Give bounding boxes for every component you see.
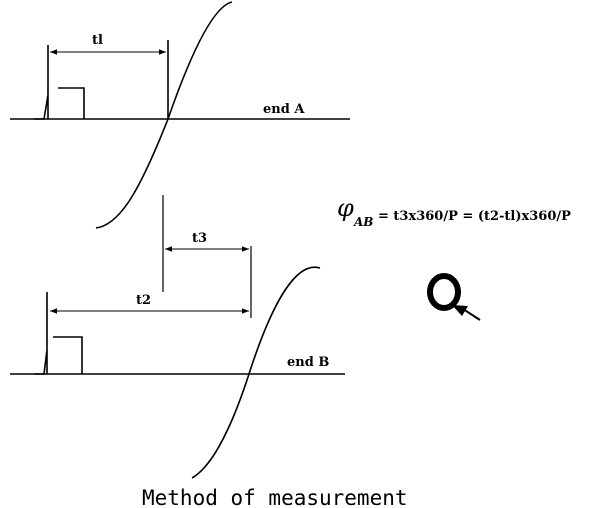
label-t3: t3 (192, 231, 207, 246)
diagram-caption: Method of measurement (142, 486, 408, 508)
formula-symbol: φ (337, 194, 354, 222)
step-end-b (53, 336, 83, 374)
pulse-end-a (34, 45, 49, 120)
dimension-t3: t3 (165, 231, 252, 318)
label-end-a: end A (263, 102, 305, 117)
formula-subscript: AB (353, 215, 373, 229)
pulse-end-b (34, 292, 48, 375)
trace-end-a (10, 1, 350, 229)
label-t1: tl (92, 33, 103, 48)
label-t2: t2 (136, 293, 151, 308)
sine-wave-end-a (95, 1, 233, 229)
label-end-b: end B (287, 355, 329, 370)
magnifier-q-icon[interactable] (427, 273, 481, 321)
step-end-a (58, 87, 85, 119)
dimension-t2: t2 (50, 293, 249, 314)
phase-formula: φ AB = t3x360/P = (t2-tl)x360/P (337, 194, 571, 229)
sine-wave-end-b (191, 266, 321, 479)
trace-end-b (10, 266, 345, 479)
dimension-t1: tl (50, 33, 166, 55)
formula-expression: = t3x360/P = (t2-tl)x360/P (378, 209, 571, 224)
